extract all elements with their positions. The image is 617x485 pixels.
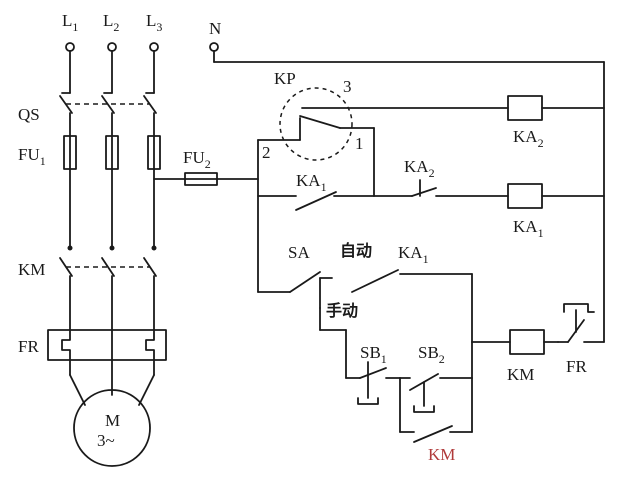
fr-nc-contact (557, 303, 605, 343)
fr-thermal-relay (47, 329, 167, 361)
label-kp: KP (274, 69, 296, 88)
km-main-contacts (59, 245, 157, 277)
label-ka2-coil: KA2 (513, 127, 544, 150)
fu2-fuse (153, 172, 259, 186)
label-fu2: FU2 (183, 148, 211, 171)
label-fu1: FU1 (18, 145, 46, 168)
label-manual: 手动 (326, 301, 358, 320)
label-ka2-contact: KA2 (404, 157, 435, 180)
label-kp-1: 1 (355, 134, 364, 153)
label-ka1-sa: KA1 (398, 243, 429, 266)
label-sb1: SB1 (360, 343, 387, 366)
km-coil (471, 329, 559, 355)
km-holding-contact (413, 377, 473, 443)
label-km-hold: KM (428, 445, 455, 464)
label-fr-main: FR (18, 337, 39, 356)
label-kp-3: 3 (343, 77, 352, 96)
label-ka1-coil: KA1 (513, 217, 544, 240)
label-sb2: SB2 (418, 343, 445, 366)
terminal-n (209, 42, 219, 52)
label-motor-sub: 3~ (97, 431, 115, 450)
qs-switch (59, 95, 157, 114)
motor-icon (69, 359, 155, 467)
ka1-holding-contact (257, 191, 375, 211)
label-sa: SA (288, 243, 310, 262)
label-fr-contact: FR (566, 357, 587, 376)
sb2-start-button (399, 341, 473, 433)
terminal-l2 (107, 42, 117, 52)
label-km-main: KM (18, 260, 45, 279)
ka1-coil (507, 183, 605, 209)
ka2-coil (507, 95, 605, 121)
label-l2: L2 (103, 11, 119, 34)
terminal-l3 (149, 42, 159, 52)
label-qs: QS (18, 105, 40, 124)
label-auto: 自动 (340, 241, 372, 260)
sb1-stop-button (319, 307, 401, 405)
label-l3: L3 (146, 11, 162, 34)
label-kp-2: 2 (262, 143, 271, 162)
kp-pressure-switch (257, 87, 509, 197)
label-km-coil: KM (507, 365, 534, 384)
phase-lines (61, 50, 155, 331)
fu1-fuses (63, 135, 161, 170)
label-motor: M (105, 411, 120, 430)
label-ka1-contact: KA1 (296, 171, 327, 194)
sa-selector-switch (257, 269, 473, 343)
ka2-nc-contact (373, 179, 509, 197)
label-l1: L1 (62, 11, 78, 34)
terminal-l1 (65, 42, 75, 52)
label-n: N (209, 19, 221, 38)
